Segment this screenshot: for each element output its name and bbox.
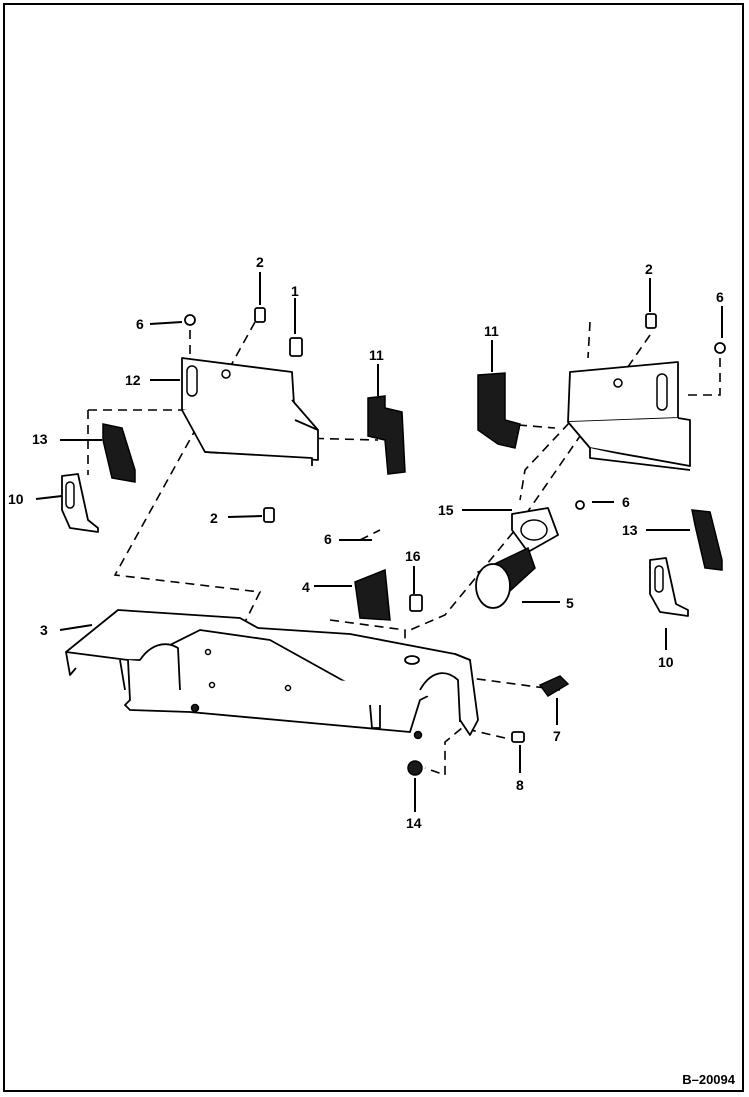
callout-2: 2 [256,254,264,270]
boot-assembly [475,507,559,609]
hardware [184,307,726,776]
callout-10: 10 [8,491,24,507]
callout-7: 7 [553,728,561,744]
right-mount-bracket [567,361,691,471]
side-brackets [61,473,689,617]
callout-2: 2 [645,261,653,277]
callout-11: 11 [484,323,499,339]
pads [102,372,723,621]
callout-6: 6 [716,289,724,305]
callout-6: 6 [324,531,332,547]
leader-lines [35,272,723,812]
main-panel [65,609,479,740]
callout-8: 8 [516,777,524,793]
diagram-frame [3,3,744,1092]
callout-6: 6 [136,316,144,332]
callout-13: 13 [32,431,48,447]
callout-3: 3 [40,622,48,638]
callout-4: 4 [302,579,310,595]
callout-16: 16 [405,548,421,564]
callout-13: 13 [622,522,638,538]
callout-2: 2 [210,510,218,526]
callout-5: 5 [566,595,574,611]
callout-6: 6 [622,494,630,510]
callout-12: 12 [125,372,141,388]
callout-labels: 1 2 2 2 3 4 5 6 6 6 6 7 8 10 10 11 11 12… [8,254,724,831]
callout-10: 10 [658,654,674,670]
callout-14: 14 [406,815,422,831]
callout-11: 11 [369,347,384,363]
drawing-number: B–20094 [682,1072,735,1087]
callout-15: 15 [438,502,454,518]
left-mount-bracket [181,357,319,466]
callout-1: 1 [291,283,299,299]
